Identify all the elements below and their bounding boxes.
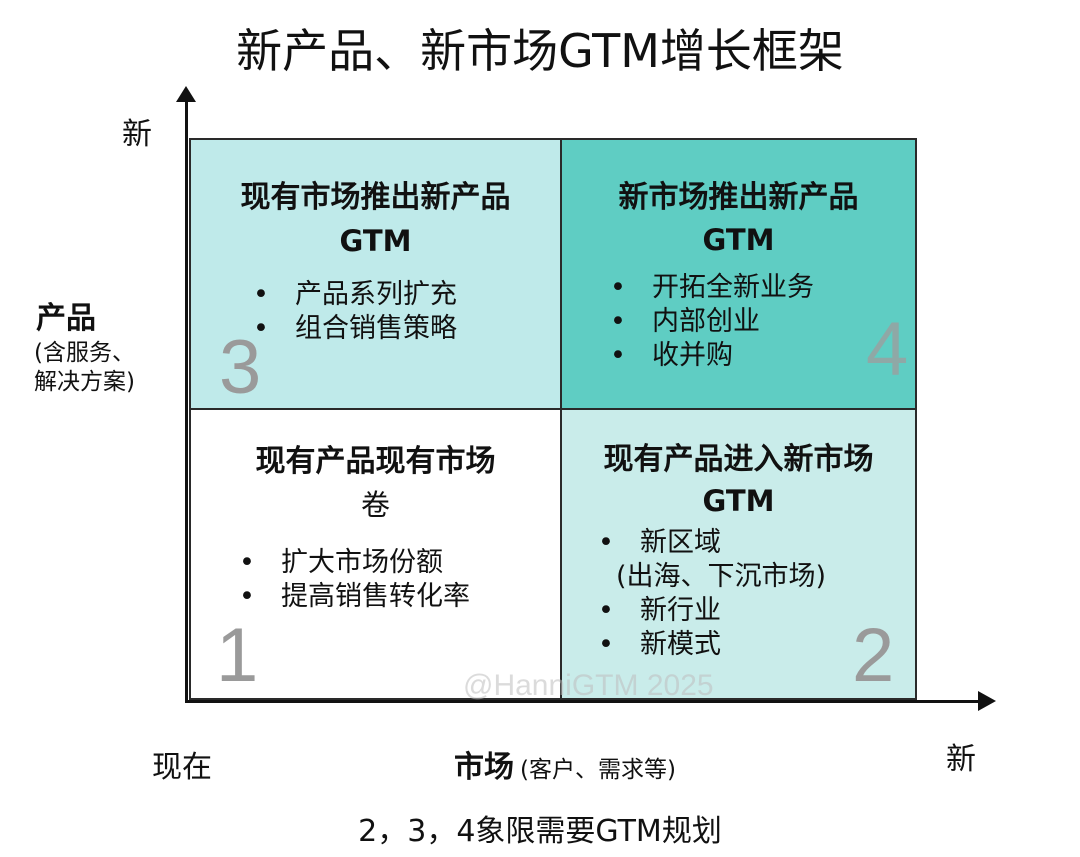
list-item: 提高销售转化率 xyxy=(239,580,470,614)
x-axis-label-sub: (客户、需求等) xyxy=(520,757,676,783)
x-axis-right-label: 新 xyxy=(946,742,976,777)
x-axis-label-group: 市场(客户、需求等) xyxy=(454,748,676,790)
x-axis-label: 市场 xyxy=(454,750,514,785)
quadrant-4-sub: GTM xyxy=(702,223,775,257)
list-item: 新模式 xyxy=(598,628,826,662)
quadrant-1-heading: 现有产品现有市场 xyxy=(255,444,496,479)
list-item: 组合销售策略 xyxy=(253,312,457,346)
list-item: 产品系列扩充 xyxy=(253,278,457,312)
quadrant-3: 现有市场推出新产品 GTM 产品系列扩充 组合销售策略 3 xyxy=(189,138,562,410)
quadrant-3-number: 3 xyxy=(219,325,262,410)
y-axis-label: 产品 xyxy=(36,301,96,336)
quadrant-1-sub: 卷 xyxy=(360,488,390,522)
y-axis-line xyxy=(185,96,188,702)
footnote: 2，3，4象限需要GTM规划 xyxy=(358,814,722,849)
list-item: 扩大市场份额 xyxy=(239,546,470,580)
quadrant-2-heading: 现有产品进入新市场 xyxy=(603,442,874,477)
list-item: 开拓全新业务 xyxy=(610,271,814,305)
quadrant-4-number: 4 xyxy=(866,307,909,392)
y-axis-label-sub: 解决方案) xyxy=(34,369,135,395)
quadrant-2-bullet-list: 新区域 (出海、下沉市场) 新行业 新模式 xyxy=(598,526,826,662)
list-item: 新区域 xyxy=(598,526,826,560)
y-axis-label-sub: (含服务、 xyxy=(34,340,135,366)
list-item: 收并购 xyxy=(610,339,814,373)
x-axis-left-label: 现在 xyxy=(152,750,212,785)
quadrant-2-number: 2 xyxy=(852,613,895,698)
quadrant-4: 新市场推出新产品 GTM 开拓全新业务 内部创业 收并购 4 xyxy=(560,138,917,410)
y-axis-arrow-icon xyxy=(176,86,196,102)
quadrant-2-sub: GTM xyxy=(702,484,775,518)
list-item: 新行业 xyxy=(598,594,826,628)
quadrant-3-bullet-list: 产品系列扩充 组合销售策略 xyxy=(253,278,457,346)
quadrant-4-bullet-list: 开拓全新业务 内部创业 收并购 xyxy=(610,271,814,373)
x-axis-line xyxy=(185,700,981,703)
y-axis-top-label: 新 xyxy=(122,117,152,152)
quadrant-3-sub: GTM xyxy=(339,224,412,258)
quadrant-1-bullet-list: 扩大市场份额 提高销售转化率 xyxy=(239,546,470,614)
diagram-title: 新产品、新市场GTM增长框架 xyxy=(236,24,844,78)
quadrant-3-heading: 现有市场推出新产品 xyxy=(240,180,511,215)
quadrant-4-heading: 新市场推出新产品 xyxy=(618,180,859,215)
list-item: (出海、下沉市场) xyxy=(616,561,827,592)
quadrant-2: 现有产品进入新市场 GTM 新区域 (出海、下沉市场) 新行业 新模式 2 xyxy=(560,408,917,700)
quadrant-1: 现有产品现有市场 卷 扩大市场份额 提高销售转化率 1 xyxy=(189,408,562,700)
list-item: 内部创业 xyxy=(610,305,814,339)
x-axis-arrow-icon xyxy=(978,691,996,711)
watermark: @HanniGTM 2025 xyxy=(463,669,714,702)
quadrant-1-number: 1 xyxy=(216,613,259,698)
